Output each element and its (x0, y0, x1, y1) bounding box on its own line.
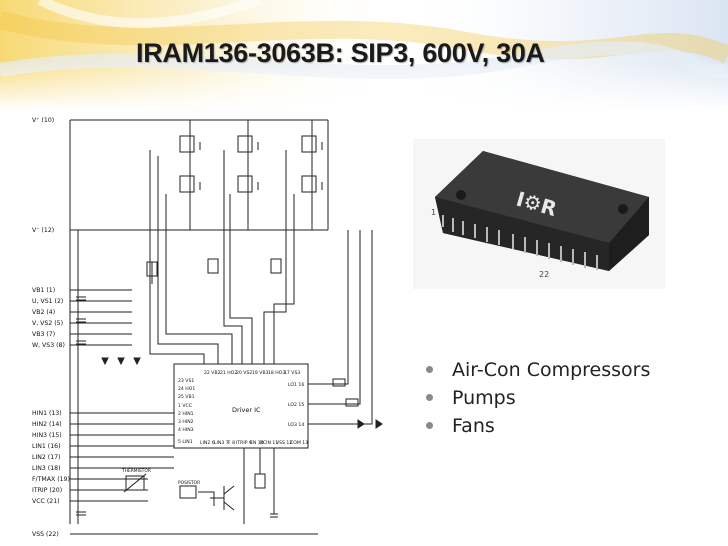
header-background (0, 0, 728, 110)
pin-label: W, VS3 (8) (32, 342, 65, 349)
pin-22-label: 22 (539, 270, 549, 279)
driver-pin: F 8 (228, 440, 235, 446)
driver-pin: 23 VS1 (178, 378, 194, 384)
driver-pin: 4 HIN3 (178, 427, 194, 433)
driver-pin: 1 VCC (178, 403, 192, 409)
pin-label: V⁻ (12) (32, 227, 54, 234)
pin-label: VCC (21) (32, 498, 60, 505)
pin-label: V⁺ (10) (32, 117, 54, 124)
pin-label: HIN1 (13) (32, 410, 62, 417)
posistor-label: POSISTOR (178, 480, 200, 486)
pin-label: V, VS2 (5) (32, 320, 63, 327)
pin-label: ITRIP (20) (32, 487, 62, 494)
driver-pin: RCIN 11 (260, 440, 278, 446)
driver-ic-box (173, 363, 309, 449)
pin-1-label: 1 (431, 208, 436, 217)
pin-label: U, VS1 (2) (32, 298, 63, 305)
application-list: Air-Con Compressors Pumps Fans (426, 356, 650, 440)
slide-title: IRAM136-3063B: SIP3, 600V, 30A (136, 38, 545, 68)
inverter-leg-v (237, 120, 259, 230)
driver-pin: VSS 12 (276, 440, 292, 446)
driver-pin: 5 LIN1 (178, 439, 193, 445)
list-item-text: Pumps (452, 387, 516, 409)
driver-pin: 17 VS3 (284, 370, 300, 376)
pin-label: F/TMAX (19) (32, 476, 70, 483)
pin-label: VSS (22) (32, 531, 59, 538)
driver-pin: 24 HO1 (178, 386, 195, 392)
module-photo: I⚙R 1 22 (413, 139, 665, 289)
list-item-text: Air-Con Compressors (452, 359, 651, 381)
bullet-dot (426, 366, 433, 373)
driver-pin: LO1 16 (288, 382, 304, 388)
bullet-dot (426, 394, 433, 401)
pin-label: LIN3 (18) (32, 465, 61, 472)
list-item: Fans (426, 412, 650, 440)
driver-pin: 19 VB3 (252, 370, 269, 376)
bullet-dot (426, 422, 433, 429)
circuit-schematic: V⁺ (10) V⁻ (12) VB1 (1) U, VS1 (2) VB2 (… (32, 117, 383, 538)
pin-label: LIN1 (16) (32, 443, 61, 450)
driver-pin: LO3 14 (288, 422, 304, 428)
inverter-leg-w (301, 120, 323, 230)
pin-label: HIN2 (14) (32, 421, 62, 428)
list-item: Air-Con Compressors (426, 356, 650, 384)
driver-ic-label: Driver IC (232, 406, 261, 414)
pin-label: VB1 (1) (32, 287, 55, 294)
driver-pin: COM 13 (290, 440, 308, 446)
driver-pin: EN 10 (250, 440, 264, 446)
driver-pin: ITRIP 9 (236, 440, 252, 446)
pin-label: LIN2 (17) (32, 454, 61, 461)
driver-pin: 20 VS2 (236, 370, 252, 376)
list-item-text: Fans (452, 415, 495, 437)
driver-pin: 21 HO2 (220, 370, 237, 376)
driver-pin: 18 HO3 (268, 370, 285, 376)
pin-label: VB3 (7) (32, 331, 55, 338)
list-item: Pumps (426, 384, 650, 412)
pin-label: VB2 (4) (32, 309, 55, 316)
driver-pin: LIN3 7 (214, 440, 229, 446)
driver-pin: LO2 15 (288, 402, 304, 408)
inverter-leg-u (179, 120, 201, 230)
driver-pin: 3 HIN2 (178, 419, 194, 425)
driver-pin: 22 VB2 (204, 370, 221, 376)
driver-pin: 2 HIN1 (178, 411, 194, 417)
thermistor-label: THERMISTOR (121, 468, 151, 474)
pin-label: HIN3 (15) (32, 432, 62, 439)
driver-pin: 25 VB1 (178, 394, 195, 400)
driver-pin: LIN2 6 (200, 440, 215, 446)
